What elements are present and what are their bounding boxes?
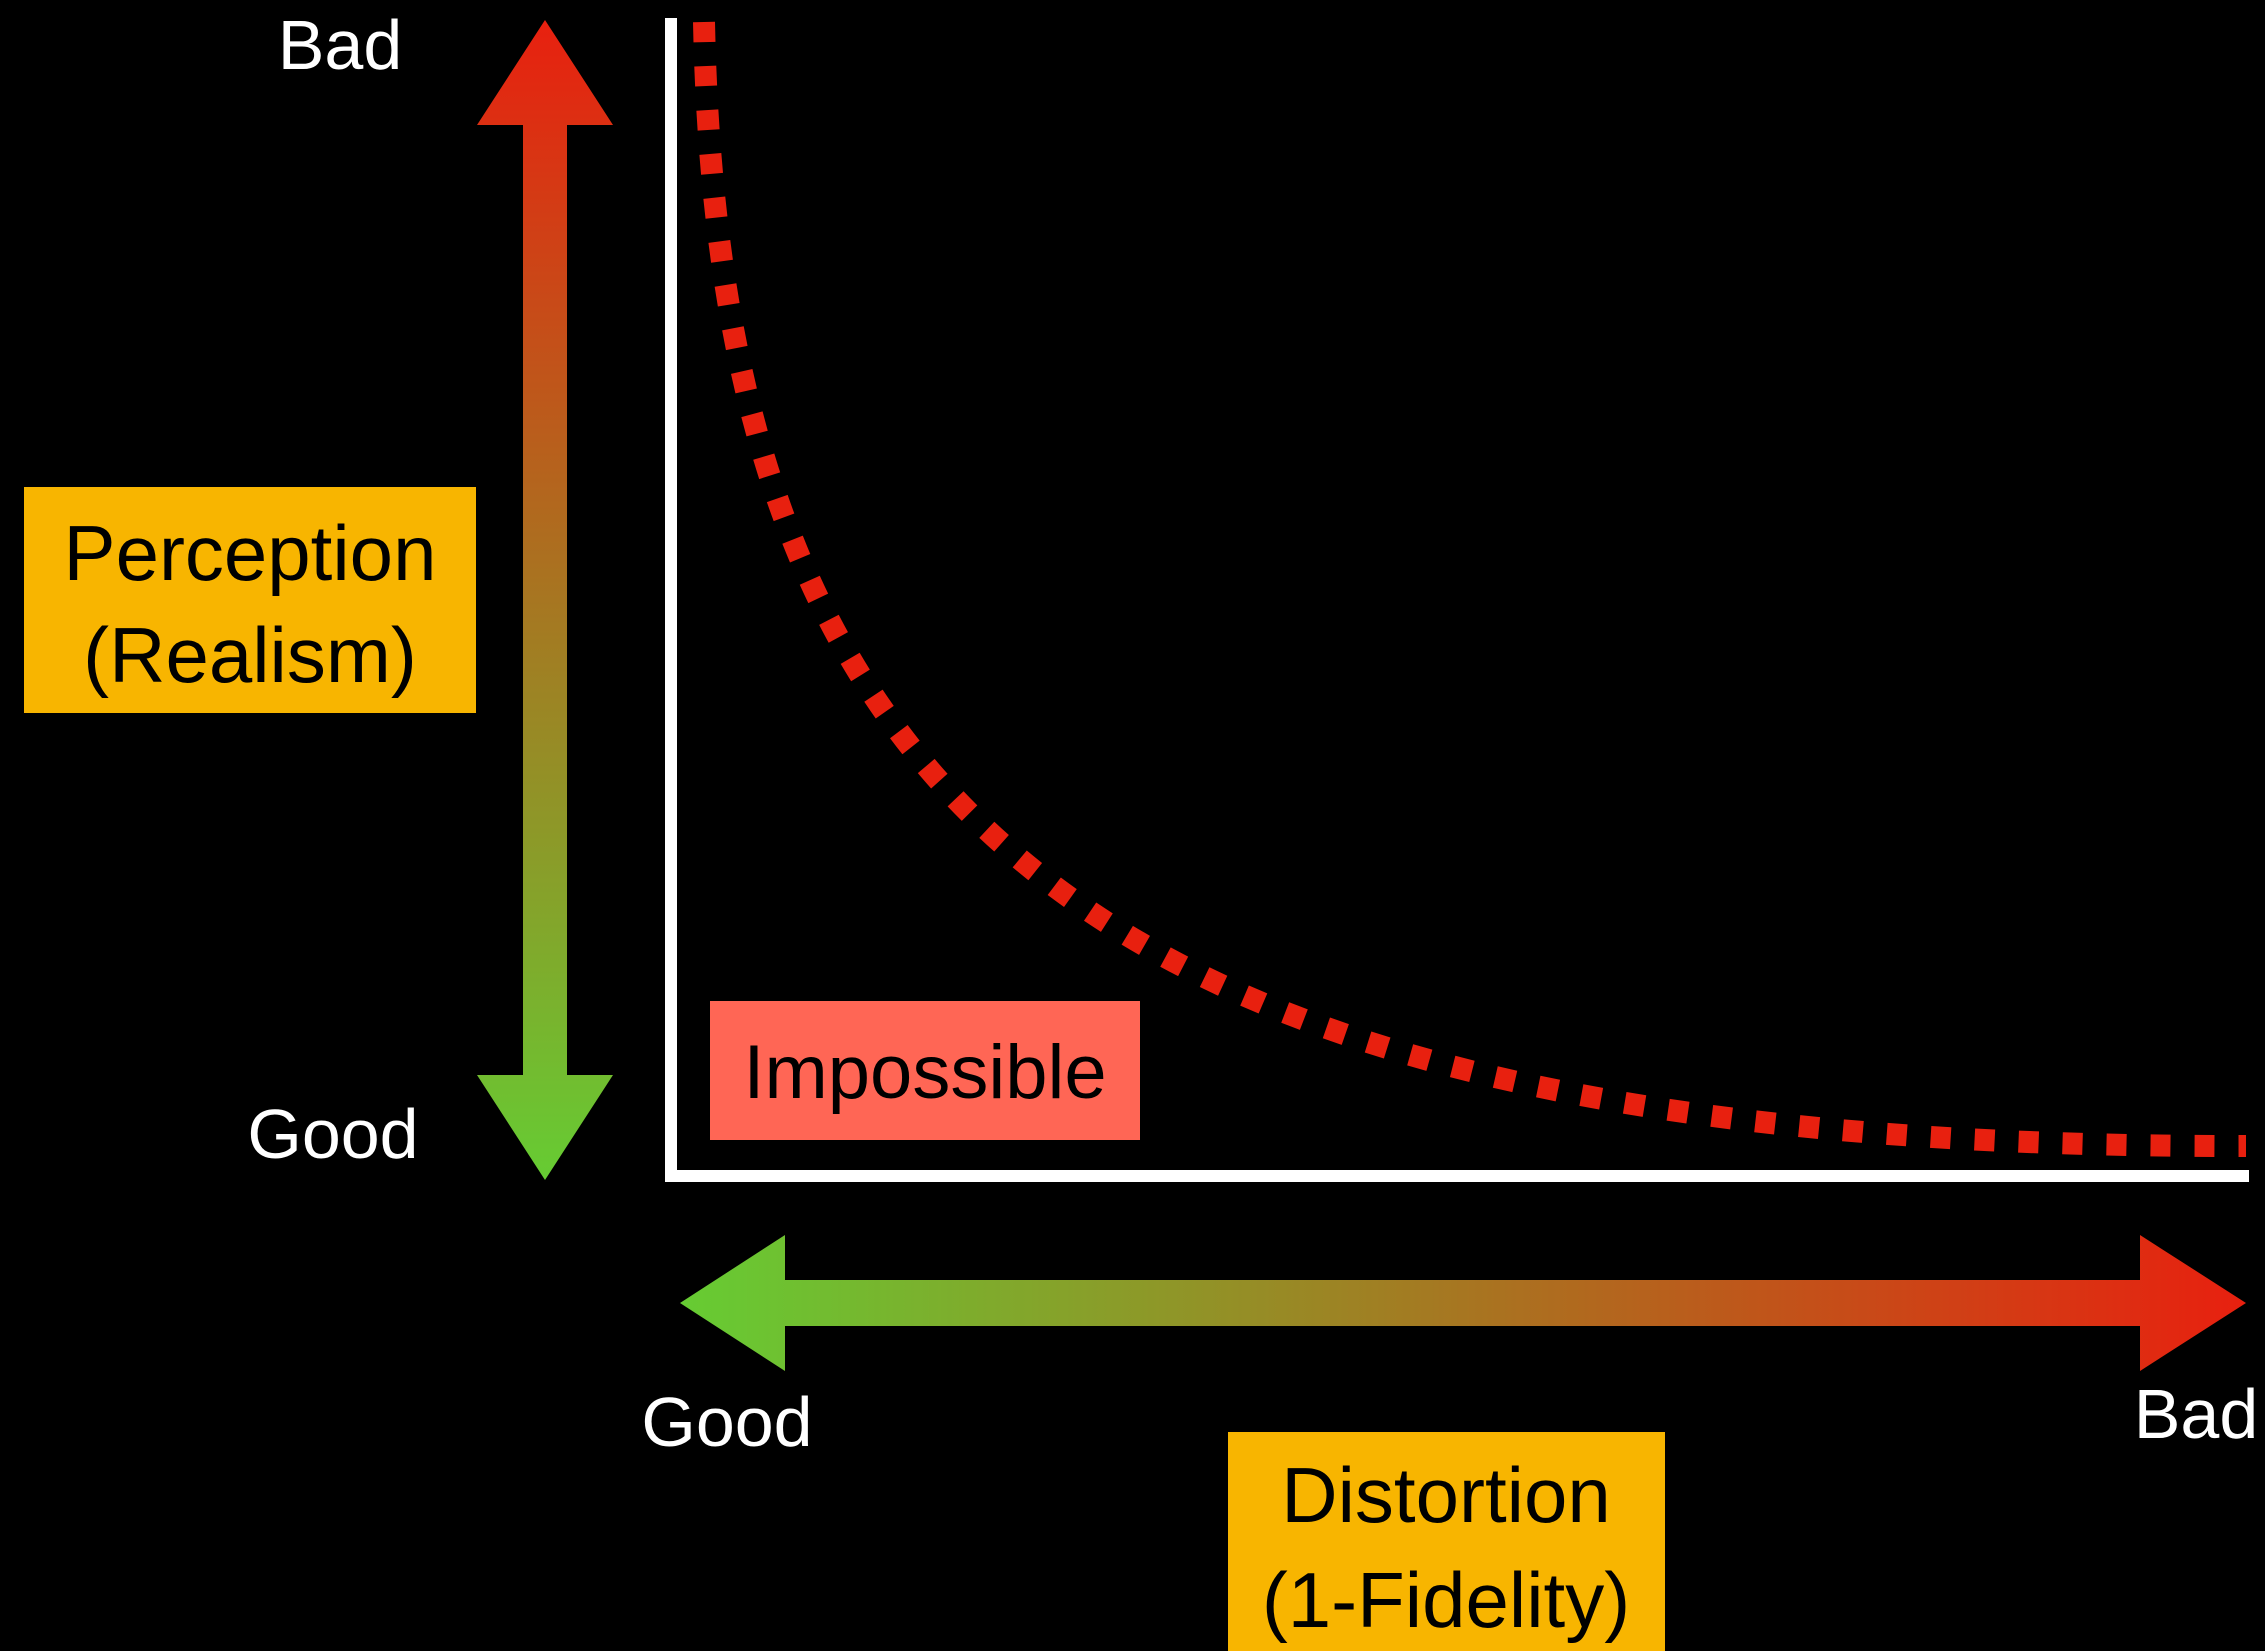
perception-label-line2: (Realism) (83, 611, 417, 699)
impossible-label-box (710, 1001, 1140, 1140)
distortion-axis-arrow (680, 1235, 2246, 1371)
x-axis-left-label: Good (641, 1383, 812, 1461)
distortion-label-line1: Distortion (1281, 1451, 1610, 1539)
impossible-label-text: Impossible (743, 1030, 1106, 1115)
perception-label-line1: Perception (64, 509, 437, 597)
y-axis-bottom-label: Good (247, 1095, 418, 1173)
distortion-label: Distortion (1-Fidelity) (1228, 1432, 1665, 1651)
perception-axis-arrow (477, 20, 613, 1180)
distortion-label-box (1228, 1432, 1665, 1651)
perception-arrow-shape (477, 20, 613, 1180)
perception-label-box (24, 487, 476, 713)
y-axis-top-label: Bad (278, 6, 403, 84)
distortion-arrow-shape (680, 1235, 2246, 1371)
impossible-region-label: Impossible (710, 1001, 1140, 1140)
x-axis-right-label: Bad (2134, 1375, 2259, 1453)
distortion-label-line2: (1-Fidelity) (1262, 1556, 1630, 1644)
perception-label: Perception (Realism) (24, 487, 476, 713)
plot-axes (665, 18, 2249, 1182)
tradeoff-curve (693, 21, 2247, 1158)
